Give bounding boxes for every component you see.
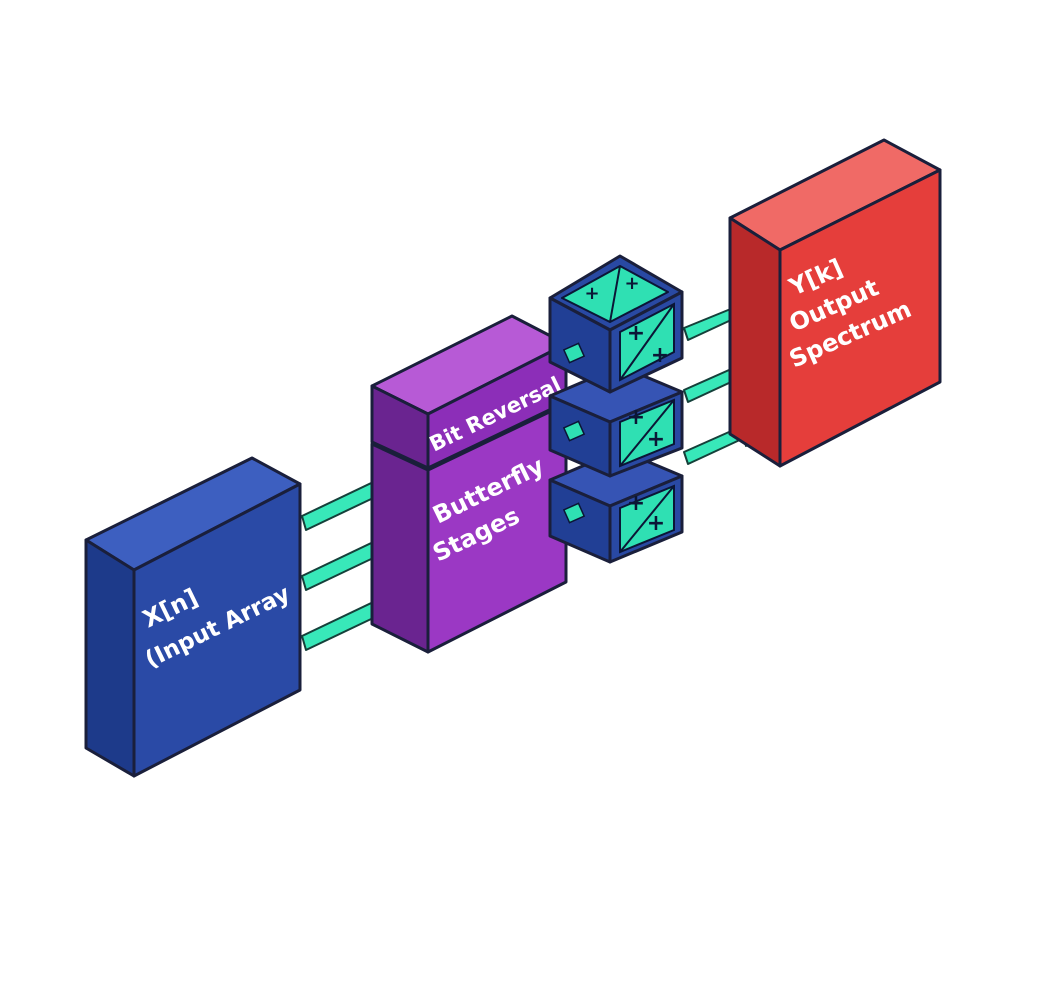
output-block-front [728,216,782,468]
plus-icon: + [627,405,645,430]
bit-reversal-block: Bit Reversal [370,314,568,470]
input-block-side [132,482,302,778]
plus-icon: + [627,321,645,346]
butterfly-block-side [426,402,568,654]
plus-icon: + [584,283,599,304]
plus-icon: + [651,343,669,368]
output-spectrum-block: Y[k] Output Spectrum [728,138,942,468]
butterfly-stages-block: Butterfly Stages [370,402,568,654]
plus-icon: + [647,511,665,536]
butterfly-unit-1: + + + + [548,254,684,394]
plus-icon: + [624,273,639,294]
butterfly-unit-3: + + [548,448,684,564]
butterfly-block-front [370,442,430,654]
input-block-front [84,538,136,778]
plus-icon: + [627,491,645,516]
output-block-side [778,168,942,468]
input-array-block: X[n] (Input Array [84,456,302,778]
plus-icon: + [647,427,665,452]
butterfly-unit-2: + + [548,364,684,478]
